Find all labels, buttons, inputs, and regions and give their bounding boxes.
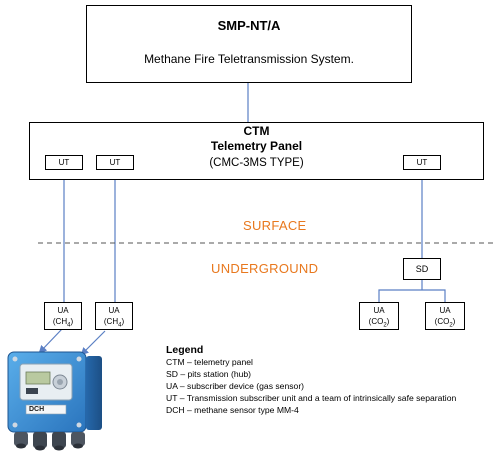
- ua-label: UA: [373, 306, 385, 315]
- legend-item: UA – subscriber device (gas sensor): [166, 381, 305, 391]
- ut-box-1: UT: [45, 155, 83, 170]
- device-label: DCH: [29, 406, 45, 413]
- ua-box-3: UA (CO2): [359, 302, 399, 330]
- methane-sensor-device-image: [7, 351, 102, 451]
- ua-label: UA: [57, 306, 69, 315]
- ut-box-2: UT: [96, 155, 134, 170]
- legend-item: SD – pits station (hub): [166, 369, 252, 379]
- sd-label: SD: [415, 264, 429, 274]
- ctm-type: (CMC-3MS TYPE): [209, 157, 304, 169]
- ut-box-3: UT: [403, 155, 441, 170]
- smp-title: SMP-NT/A: [217, 18, 281, 33]
- smp-subtitle: Methane Fire Teletransmission System.: [144, 52, 354, 66]
- ua-label: UA: [439, 306, 451, 315]
- ua-box-4: UA (CO2): [425, 302, 465, 330]
- ctm-panel: CTM Telemetry Panel (CMC-3MS TYPE): [29, 122, 484, 180]
- ua-box-2: UA (CH4): [95, 302, 133, 330]
- ua1-device-arrow: [38, 328, 63, 354]
- sd-branch: [378, 289, 446, 302]
- ua-gas: (CO2): [434, 317, 456, 329]
- ut-label: UT: [58, 158, 70, 167]
- surface-label: SURFACE: [243, 218, 307, 233]
- legend-item: UT – Transmission subscriber unit and a …: [166, 393, 457, 403]
- ua-gas: (CO2): [368, 317, 390, 329]
- legend-item: DCH – methane sensor type MM-4: [166, 405, 299, 415]
- ua-gas: (CH4): [103, 317, 125, 329]
- legend-title: Legend: [166, 344, 204, 356]
- legend-item: CTM – telemetry panel: [166, 357, 253, 367]
- sd-box: SD: [403, 258, 441, 280]
- ua-label: UA: [108, 306, 120, 315]
- ua2-device-arrow: [80, 330, 106, 356]
- ua-gas: (CH4): [52, 317, 74, 329]
- ut-label: UT: [416, 158, 428, 167]
- ua-box-1: UA (CH4): [44, 302, 82, 330]
- underground-label: UNDERGROUND: [211, 261, 319, 276]
- smp-box: SMP-NT/A Methane Fire Teletransmission S…: [86, 5, 412, 83]
- ut-label: UT: [109, 158, 121, 167]
- ctm-title: CTM: [243, 124, 270, 138]
- ctm-subtitle: Telemetry Panel: [210, 139, 303, 153]
